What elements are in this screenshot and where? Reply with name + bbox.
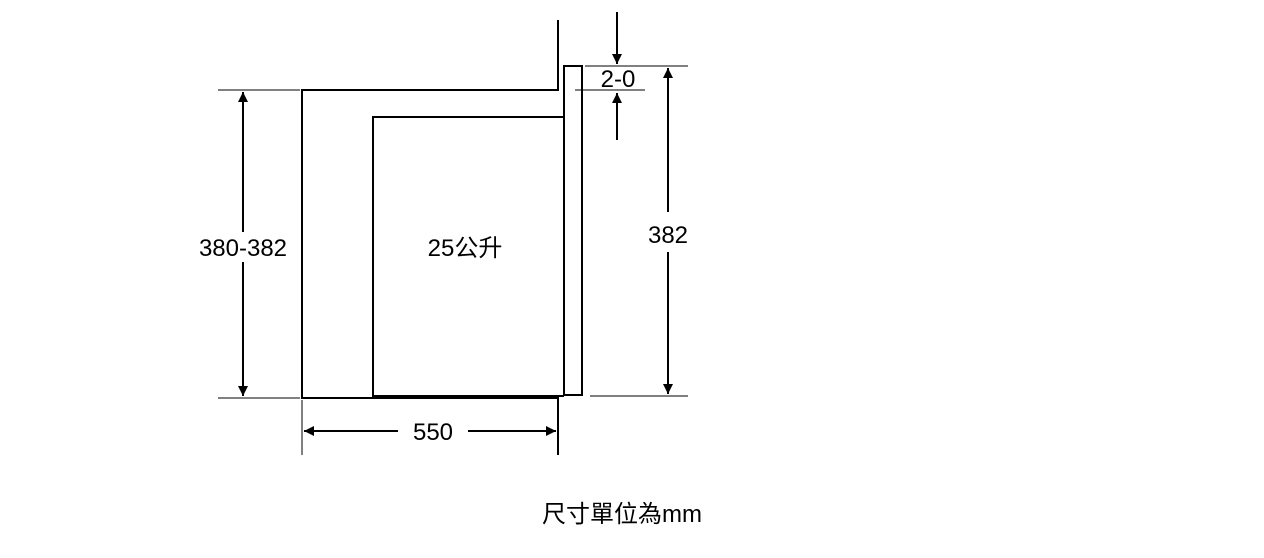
- appliance-body: [372, 116, 564, 397]
- gap-label: 2-0: [601, 66, 636, 93]
- right-height-label: 382: [648, 222, 688, 249]
- volume-label: 25公升: [428, 235, 503, 262]
- cabinet-niche-outline: [301, 20, 559, 455]
- front-panel: [563, 65, 583, 396]
- width-label: 550: [413, 419, 453, 446]
- left-height-label: 380-382: [199, 235, 287, 262]
- units-caption: 尺寸單位為mm: [542, 501, 702, 528]
